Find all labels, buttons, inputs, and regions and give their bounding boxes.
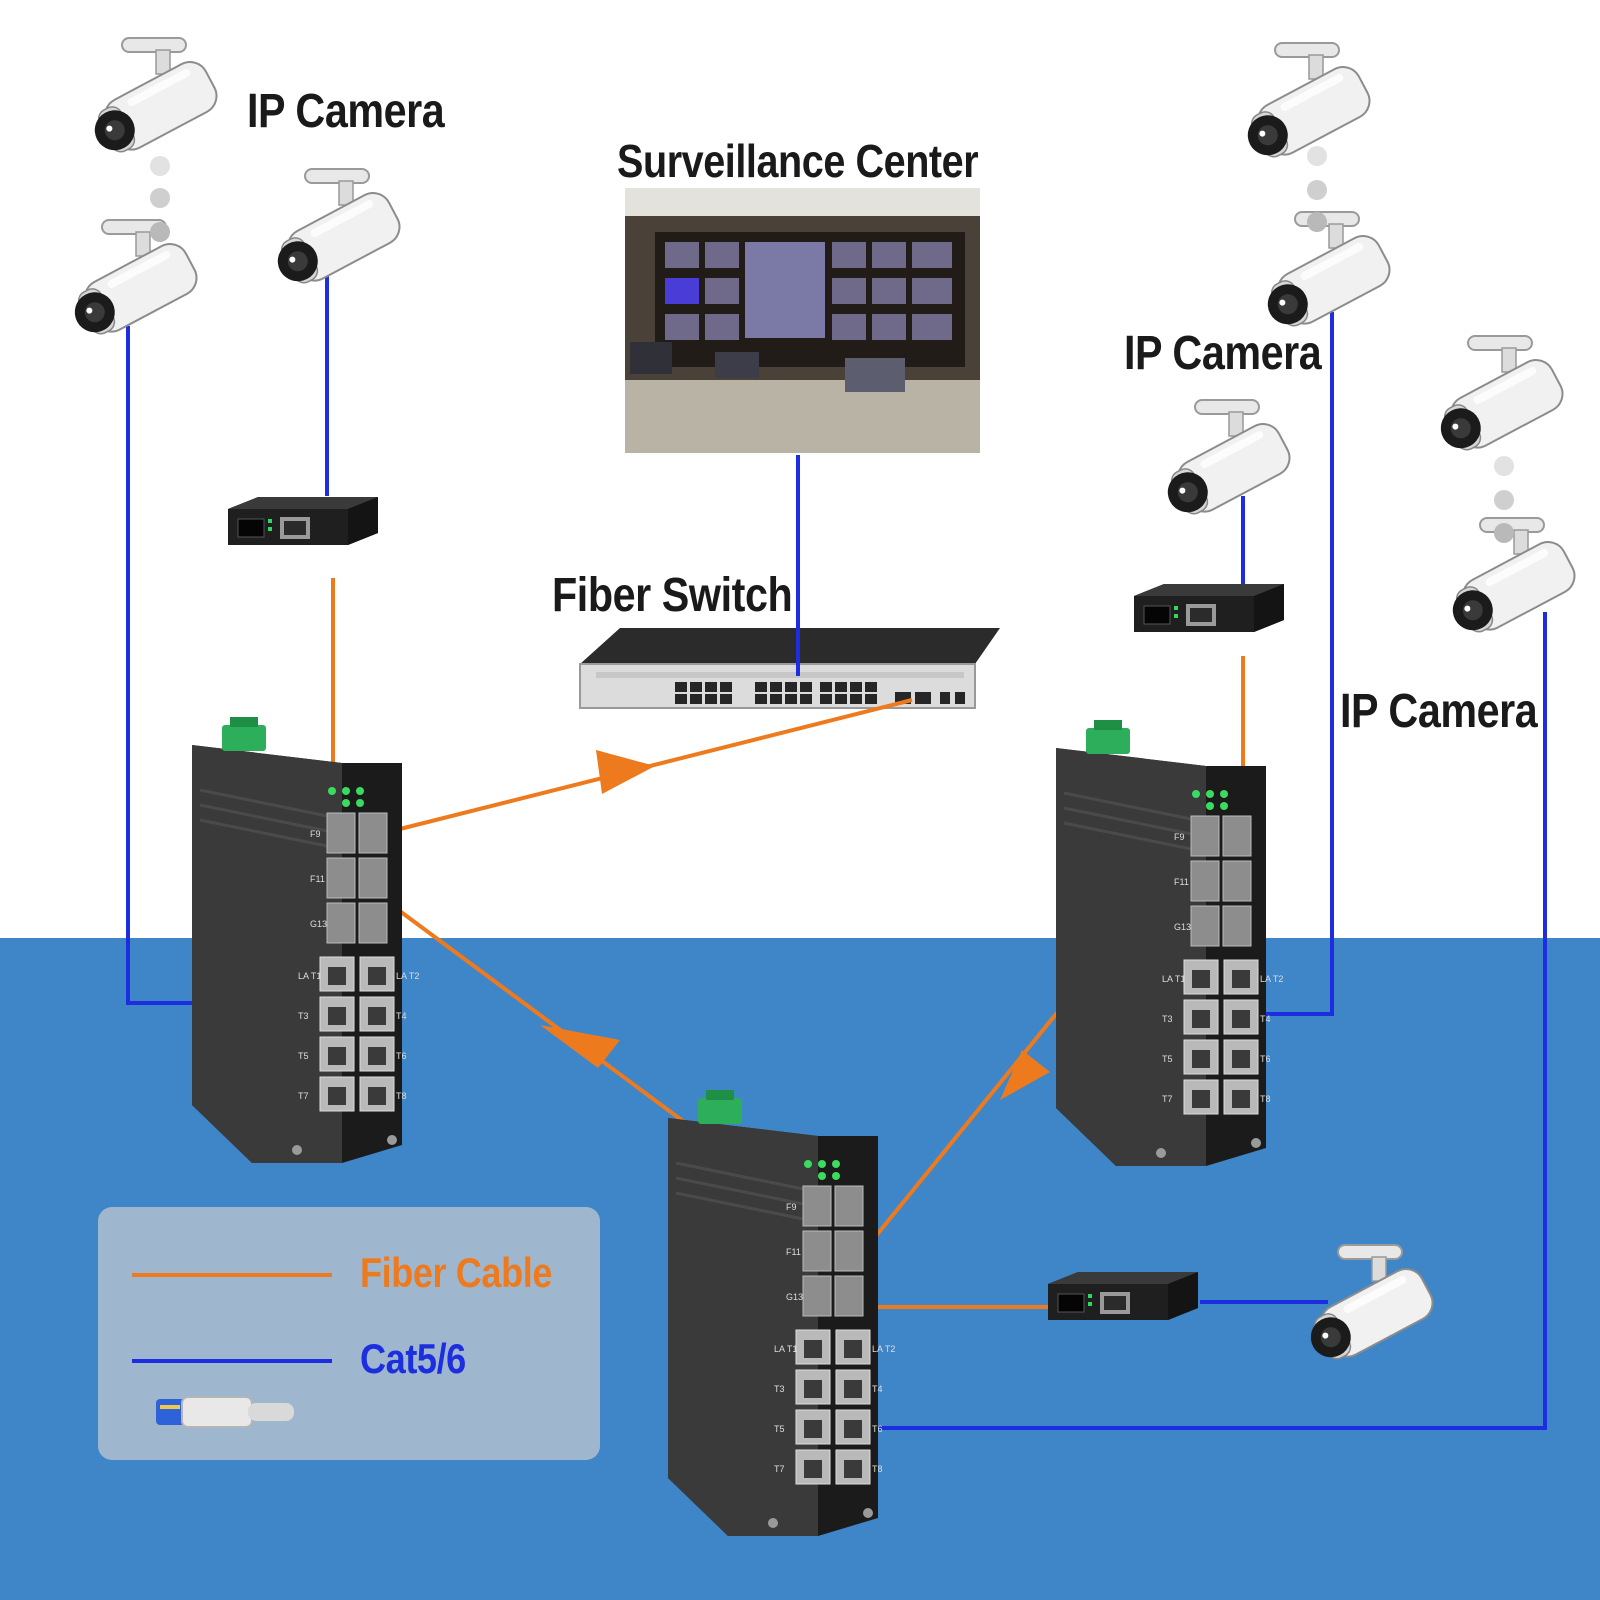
switch-center-rj45-left-label: T5 bbox=[774, 1424, 785, 1434]
camera-top-left-3 bbox=[63, 219, 204, 347]
switch-left-rj45-left-label: LA T1 bbox=[298, 971, 321, 981]
camera-right-lower-1 bbox=[1429, 335, 1570, 463]
camera-right-middle bbox=[1156, 399, 1297, 527]
fiber-direction-arrows bbox=[540, 750, 1050, 1100]
legend-cat-swatch bbox=[132, 1359, 332, 1363]
camera-bottom-right bbox=[1299, 1244, 1440, 1372]
rack-fiber-switch bbox=[579, 628, 1000, 709]
legend-cat-label: Cat5/6 bbox=[360, 1335, 466, 1382]
switch-right-rj45-right-label: LA T2 bbox=[1260, 974, 1283, 984]
switch-right-rj45-right-label: T6 bbox=[1260, 1054, 1271, 1064]
industrial-switch-right bbox=[1054, 718, 1268, 1168]
camera-top-left-2 bbox=[266, 168, 407, 296]
switch-left-rj45-right-label: T4 bbox=[396, 1011, 407, 1021]
switch-left-sfp-label: F11 bbox=[310, 874, 325, 884]
switch-left-rj45-left-label: T3 bbox=[298, 1011, 309, 1021]
switch-center-sfp-label: F11 bbox=[786, 1247, 801, 1257]
switch-left-rj45-right-label: LA T2 bbox=[396, 971, 419, 981]
switch-right-rj45-left-label: T3 bbox=[1162, 1014, 1173, 1024]
industrial-switch-center bbox=[666, 1088, 880, 1538]
switch-right-rj45-right-label: T4 bbox=[1260, 1014, 1271, 1024]
switch-right-sfp-label: G13 bbox=[1174, 922, 1191, 932]
fiber-switch-label: Fiber Switch bbox=[552, 569, 793, 622]
switch-right-rj45-left-label: T5 bbox=[1162, 1054, 1173, 1064]
camera-top-left-1 bbox=[83, 37, 224, 165]
camera-right-upper-2 bbox=[1256, 211, 1397, 339]
switch-right-sfp-label: F11 bbox=[1174, 877, 1189, 887]
switch-center-rj45-left-label: LA T1 bbox=[774, 1344, 797, 1354]
switch-left-rj45-right-label: T8 bbox=[396, 1091, 407, 1101]
switch-right-rj45-left-label: LA T1 bbox=[1162, 974, 1185, 984]
switch-center-rj45-left-label: T3 bbox=[774, 1384, 785, 1394]
switch-right-rj45-left-label: T7 bbox=[1162, 1094, 1173, 1104]
switch-center-rj45-right-label: T8 bbox=[872, 1464, 883, 1474]
switch-right-sfp-label: F9 bbox=[1174, 832, 1185, 842]
switch-left-rj45-left-label: T5 bbox=[298, 1051, 309, 1061]
switch-center-rj45-right-label: LA T2 bbox=[872, 1344, 895, 1354]
ellipsis-dots bbox=[150, 146, 1514, 543]
legend-fiber-swatch bbox=[132, 1273, 332, 1277]
media-converter-left bbox=[227, 496, 379, 546]
ip-camera-label-right-lower: IP Camera bbox=[1340, 685, 1538, 738]
rj45-connector-icon bbox=[156, 1396, 294, 1428]
switch-center-rj45-right-label: T6 bbox=[872, 1424, 883, 1434]
camera-right-upper-1 bbox=[1236, 42, 1377, 170]
switch-left-sfp-label: F9 bbox=[310, 829, 321, 839]
legend: Fiber Cable Cat5/6 bbox=[98, 1207, 600, 1460]
ip-camera-label-top-left: IP Camera bbox=[247, 85, 445, 138]
switch-left-rj45-left-label: T7 bbox=[298, 1091, 309, 1101]
switch-center-sfp-label: G13 bbox=[786, 1292, 803, 1302]
media-converter-bottom bbox=[1047, 1271, 1199, 1321]
surveillance-room-photo bbox=[625, 188, 980, 453]
media-converter-right bbox=[1133, 583, 1285, 633]
switch-center-sfp-label: F9 bbox=[786, 1202, 797, 1212]
switch-center-rj45-left-label: T7 bbox=[774, 1464, 785, 1474]
ip-camera-label-right-upper: IP Camera bbox=[1124, 327, 1322, 380]
switch-left-sfp-label: G13 bbox=[310, 919, 327, 929]
switch-center-rj45-right-label: T4 bbox=[872, 1384, 883, 1394]
surveillance-center-label: Surveillance Center bbox=[617, 135, 979, 187]
switch-right-rj45-right-label: T8 bbox=[1260, 1094, 1271, 1104]
legend-fiber-label: Fiber Cable bbox=[360, 1249, 552, 1296]
switch-left-rj45-right-label: T6 bbox=[396, 1051, 407, 1061]
industrial-switch-left bbox=[190, 715, 404, 1165]
